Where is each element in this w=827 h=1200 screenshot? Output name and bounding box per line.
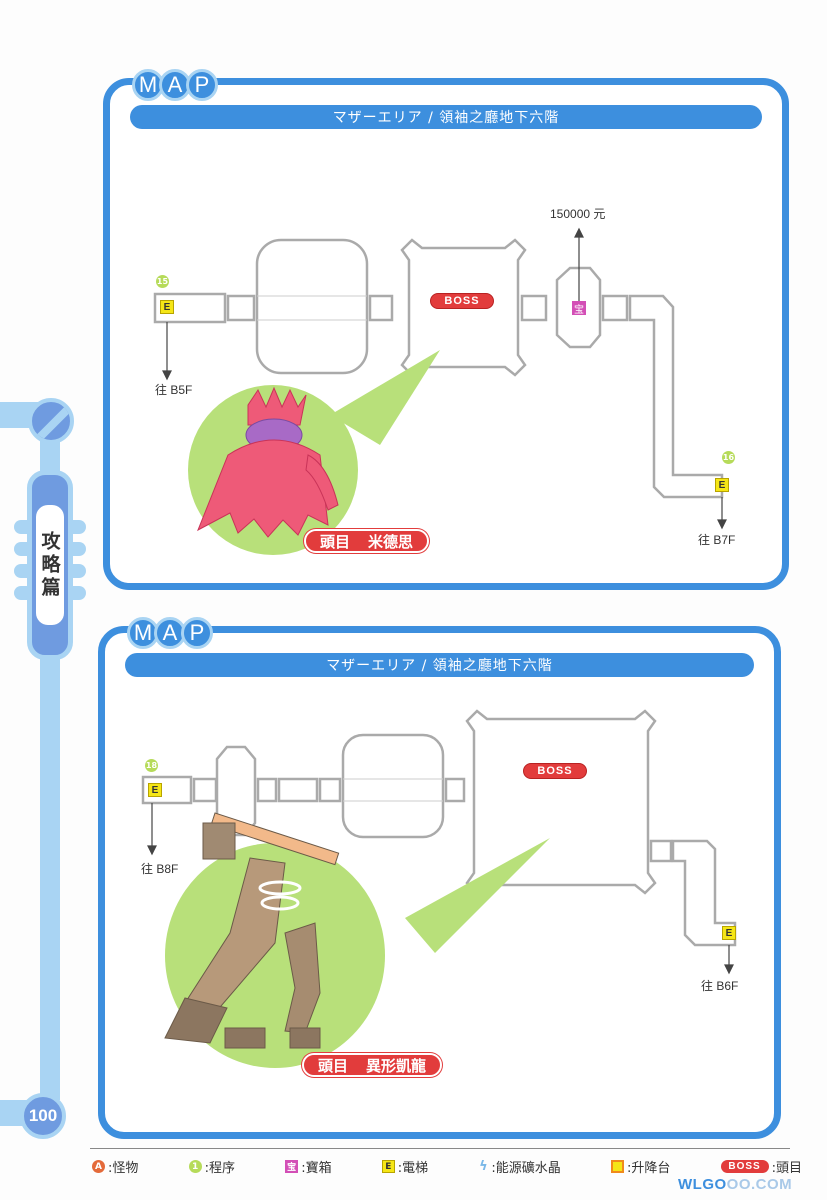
program-marker: 18 [145,759,158,772]
legend-lift: :升降台 [610,1157,671,1176]
treasure-reward-label: 150000 元 [550,207,606,221]
lift-platform-icon [610,1160,624,1173]
exit-label: 往 B6F [701,979,739,993]
map-title: マザーエリア / 領袖之廳地下六階 [130,105,762,129]
elevator-marker: E [722,926,736,940]
elevator-marker: E [160,300,174,314]
floor-map [141,709,737,975]
exit-label: 往 B7F [698,533,736,547]
map-badge: M A P [132,69,218,101]
map-badge-letter: P [186,69,218,101]
treasure-chest-icon: 宝 [285,1160,299,1173]
boss-tag: 頭目 [320,532,351,551]
treasure-chest-marker: 宝 [572,301,586,316]
legend-label: :寶箱 [301,1161,332,1176]
monster-icon: A [92,1160,105,1173]
elevator-marker: E [715,478,729,492]
section-label: 攻略篇 [36,505,64,625]
boss-portrait-alien-chiron [164,812,385,1068]
program-icon: 1 [188,1160,202,1173]
legend-label: :頭目 [771,1161,802,1176]
legend-label: :程序 [204,1161,235,1176]
legend-energy-crystal: ϟ :能源礦水晶 [478,1157,561,1176]
boss-marker: BOSS [430,293,494,309]
map-title: マザーエリア / 領袖之廳地下六階 [125,653,754,677]
boss-name: 異形凱龍 [366,1056,427,1075]
boss-illustration [197,386,339,538]
exit-label: 往 B5F [155,383,193,397]
legend-program: 1 :程序 [188,1157,235,1176]
elevator-icon: E [381,1160,395,1173]
legend-label: :電梯 [397,1161,429,1176]
page-number: 100 [20,1093,66,1139]
program-marker: 15 [156,275,169,288]
legend-monster: A :怪物 [92,1157,138,1176]
map-panel-top: M A P マザーエリア / 領袖之廳地下六階 [99,69,793,594]
watermark: WLGOOO.COM [678,1176,792,1193]
elevator-marker: E [148,783,162,797]
legend-divider [90,1148,790,1149]
no-entry-icon [28,398,74,444]
boss-name-label: 頭目 異形凱龍 [302,1053,443,1077]
map-panel-bottom: M A P マザーエリア / 領袖之廳地下六階 [94,617,785,1143]
boss-tag: 頭目 [318,1056,349,1075]
legend-treasure: 宝 :寶箱 [285,1157,332,1176]
legend-boss: BOSS :頭目 [720,1157,802,1176]
boss-marker: BOSS [523,763,587,779]
map-badge: M A P [127,617,213,649]
boss-portrait-midas [188,385,358,555]
map-badge-letter: A [159,69,191,101]
map-badge-letter: M [132,69,164,101]
legend-label: :能源礦水晶 [491,1161,561,1176]
watermark-light: OO.COM [726,1176,793,1193]
boss-icon: BOSS [720,1160,769,1173]
energy-crystal-icon: ϟ [479,1159,488,1174]
legend-label: :升降台 [626,1161,671,1176]
boss-name-label: 頭目 米德思 [304,529,430,553]
boss-name: 米德思 [368,532,414,551]
watermark-strong: WLGO [678,1176,727,1193]
program-marker: 16 [722,451,735,464]
legend-elevator: E :電梯 [381,1157,429,1176]
exit-label: 往 B8F [141,862,179,876]
boss-illustration [164,812,340,1049]
legend-label: :怪物 [108,1161,139,1176]
map-legend: A :怪物 1 :程序 宝 :寶箱 E :電梯 ϟ :能源礦水晶 :升降台 BO… [92,1157,802,1176]
map-badge-letter: P [181,617,213,649]
